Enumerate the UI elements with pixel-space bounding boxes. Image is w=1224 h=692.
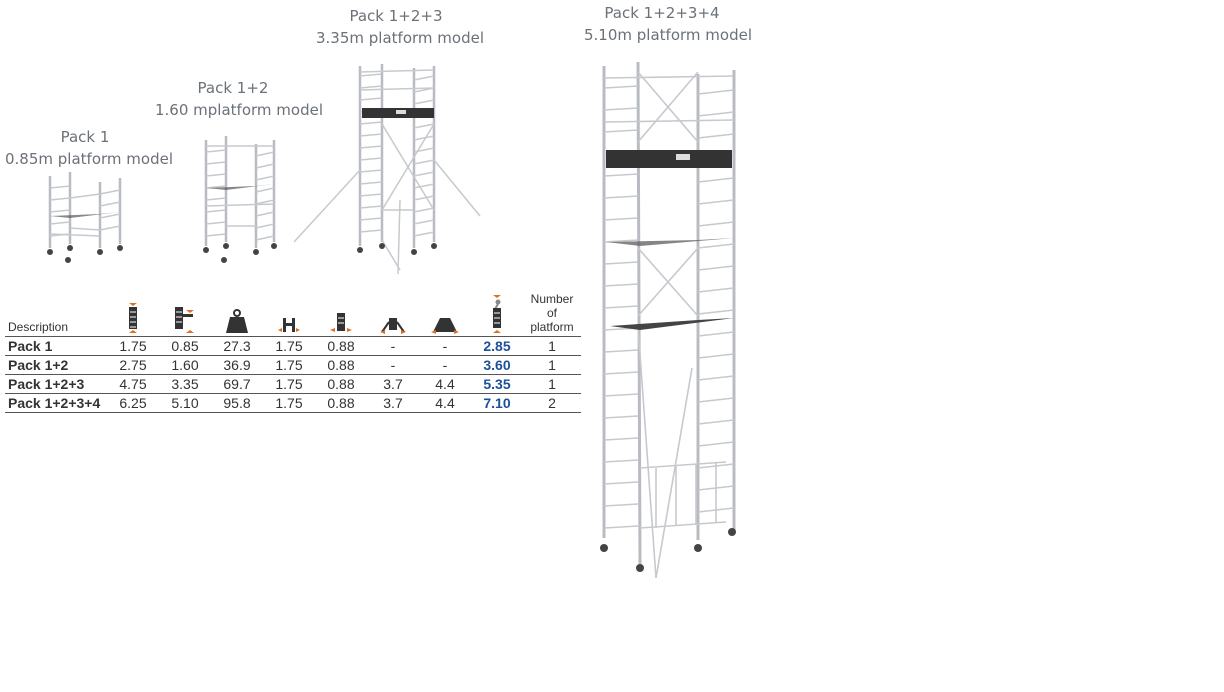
platform-count-cell: 1 — [523, 355, 581, 375]
spec-table-header: Description — [5, 288, 581, 337]
width-cell: 0.88 — [315, 393, 367, 413]
table-row: Pack 1+2+3+4 6.25 5.10 95.8 1.75 0.88 3.… — [5, 393, 581, 413]
table-row: Pack 1+2+3 4.75 3.35 69.7 1.75 0.88 3.7 … — [5, 374, 581, 394]
platform-count-cell: 2 — [523, 393, 581, 413]
width-cell: 0.88 — [315, 355, 367, 375]
outrigger-base-cell: 3.7 — [367, 393, 419, 413]
platform-header-line1: Number — [530, 292, 574, 306]
working-height-cell: 3.60 — [471, 355, 523, 375]
row-description: Pack 1+2+3 — [5, 374, 107, 394]
platform-count-cell: 1 — [523, 374, 581, 394]
frame-height-cell: 1.75 — [107, 336, 159, 356]
outrigger-extended-cell: - — [419, 336, 471, 356]
outrigger-extended-cell: 4.4 — [419, 393, 471, 413]
caption-pack1: Pack 1 0.85m platform model — [5, 126, 173, 170]
table-row: Pack 1 1.75 0.85 27.3 1.75 0.88 - - 2.85… — [5, 336, 581, 356]
frame-height-cell: 6.25 — [107, 393, 159, 413]
row-description: Pack 1+2 — [5, 355, 107, 375]
platform-header-line3: platform — [530, 320, 574, 334]
outrigger-base-cell: - — [367, 336, 419, 356]
width-icon — [315, 288, 367, 337]
caption-pack12-title: Pack 1+2 — [197, 79, 269, 97]
weight-cell: 95.8 — [211, 393, 263, 413]
caption-pack123: Pack 1+2+3 3.35m platform model — [316, 5, 484, 49]
working-height-cell: 5.35 — [471, 374, 523, 394]
tower-pack1234-image — [600, 61, 736, 578]
caption-pack1-title: Pack 1 — [60, 128, 110, 146]
weight-cell: 27.3 — [211, 336, 263, 356]
working-height-cell: 2.85 — [471, 336, 523, 356]
length-icon — [263, 288, 315, 337]
length-cell: 1.75 — [263, 374, 315, 394]
platform-count-cell: 1 — [523, 336, 581, 356]
working-height-cell: 7.10 — [471, 393, 523, 413]
outrigger-extended-cell: - — [419, 355, 471, 375]
spec-table: Description — [5, 288, 581, 413]
platform-count-header: Number of platform — [523, 288, 581, 337]
platform-height-cell: 1.60 — [159, 355, 211, 375]
platform-height-cell: 3.35 — [159, 374, 211, 394]
caption-pack1-subtitle: 0.85m platform model — [5, 150, 173, 168]
row-description: Pack 1 — [5, 336, 107, 356]
outrigger-base-icon — [367, 288, 419, 337]
outrigger-base-cell: 3.7 — [367, 374, 419, 394]
tower-pack123-image — [293, 64, 481, 275]
weight-cell: 36.9 — [211, 355, 263, 375]
caption-pack1234-subtitle: 5.10m platform model — [584, 26, 752, 44]
caption-pack12: Pack 1+2 1.60 mplatform model — [155, 77, 323, 121]
outrigger-extended-icon — [419, 288, 471, 337]
frame-height-cell: 2.75 — [107, 355, 159, 375]
caption-pack123-title: Pack 1+2+3 — [349, 7, 443, 25]
tower-pack12-image — [203, 136, 277, 263]
caption-pack123-subtitle: 3.35m platform model — [316, 29, 484, 47]
outrigger-base-cell: - — [367, 355, 419, 375]
caption-pack1234: Pack 1+2+3+4 5.10m platform model — [584, 2, 752, 46]
length-cell: 1.75 — [263, 355, 315, 375]
width-cell: 0.88 — [315, 374, 367, 394]
weight-cell: 69.7 — [211, 374, 263, 394]
working-height-icon — [471, 288, 523, 337]
frame-height-cell: 4.75 — [107, 374, 159, 394]
description-header: Description — [8, 320, 69, 334]
row-description: Pack 1+2+3+4 — [5, 393, 107, 413]
platform-height-cell: 5.10 — [159, 393, 211, 413]
tower-pack1-image — [47, 172, 123, 263]
weight-icon — [211, 288, 263, 337]
outrigger-extended-cell: 4.4 — [419, 374, 471, 394]
caption-pack1234-title: Pack 1+2+3+4 — [604, 4, 720, 22]
caption-pack12-subtitle: 1.60 mplatform model — [155, 101, 323, 119]
platform-header-line2: of — [546, 306, 557, 320]
frame-height-icon — [107, 288, 159, 337]
width-cell: 0.88 — [315, 336, 367, 356]
platform-height-icon — [159, 288, 211, 337]
platform-height-cell: 0.85 — [159, 336, 211, 356]
length-cell: 1.75 — [263, 336, 315, 356]
length-cell: 1.75 — [263, 393, 315, 413]
table-row: Pack 1+2 2.75 1.60 36.9 1.75 0.88 - - 3.… — [5, 355, 581, 375]
